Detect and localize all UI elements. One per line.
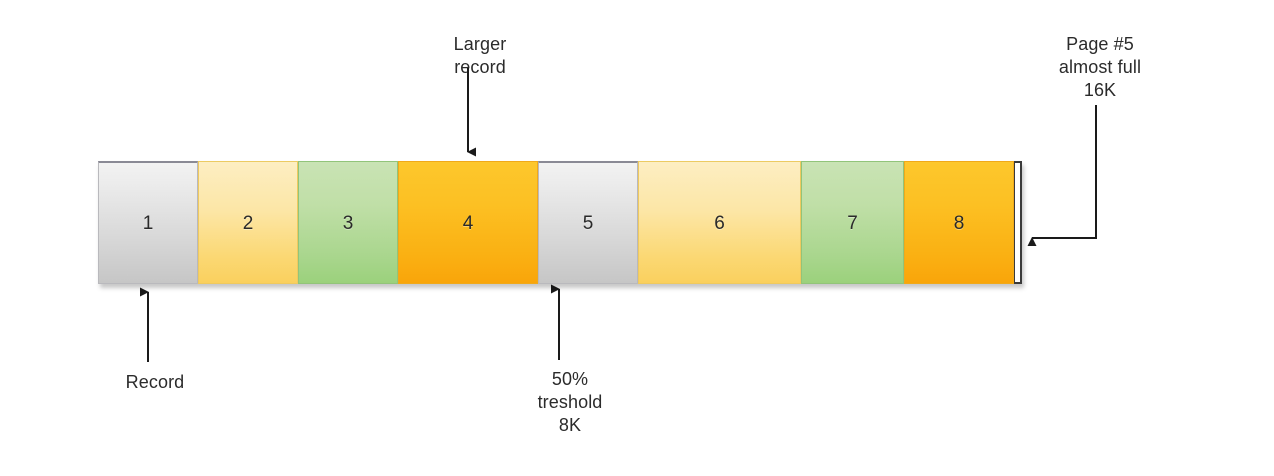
record-block-label: 3 <box>342 212 354 234</box>
annotation-record: Record <box>125 372 185 392</box>
record-block-6: 6 <box>638 161 801 284</box>
record-block-label: 8 <box>953 212 965 234</box>
page-bar: 1 2 3 4 5 6 7 8 <box>98 161 1022 284</box>
record-block-7: 7 <box>801 161 904 284</box>
record-block-label: 7 <box>847 212 858 234</box>
record-block-5: 5 <box>538 161 638 284</box>
record-block-label: 5 <box>582 213 594 234</box>
record-block-2: 2 <box>198 161 298 284</box>
annotation-larger-record: Larger record <box>453 34 507 77</box>
record-block-1: 1 <box>98 161 198 284</box>
record-block-label: 4 <box>462 212 474 234</box>
annotation-50-percent-threshold: 50% treshold 8K <box>537 369 603 435</box>
arrow-page-almost-full <box>1027 105 1097 246</box>
free-space-block <box>1014 161 1022 284</box>
record-block-label: 1 <box>142 213 154 234</box>
record-block-label: 6 <box>714 212 725 234</box>
record-block-8: 8 <box>904 161 1014 284</box>
record-block-label: 2 <box>242 212 254 234</box>
record-block-4: 4 <box>398 161 538 284</box>
annotation-page-almost-full: Page #5 almost full 16K <box>1058 34 1142 100</box>
record-block-3: 3 <box>298 161 398 284</box>
